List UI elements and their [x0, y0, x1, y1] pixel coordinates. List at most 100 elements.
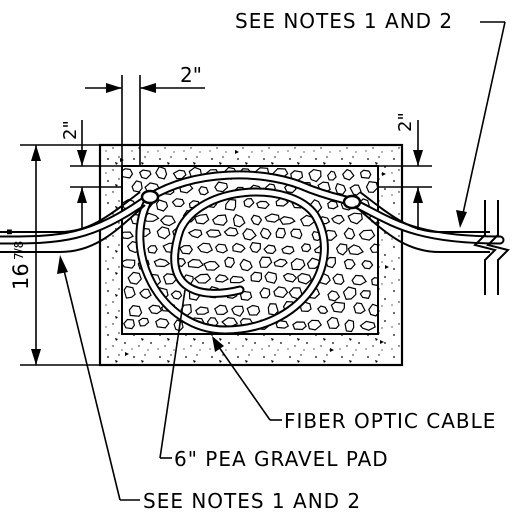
- dim-horizontal-label: 2": [180, 63, 202, 87]
- callout-gravel-pad: 6" PEA GRAVEL PAD: [174, 447, 389, 471]
- gravel-stone: [122, 231, 134, 240]
- gravel-stone: [300, 243, 312, 253]
- gravel-stone: [249, 242, 261, 254]
- gravel-stone: [159, 215, 177, 227]
- dim-overall-unit: ": [4, 228, 25, 236]
- dim-overall-fraction: 7/8: [12, 241, 26, 260]
- gravel-stone: [275, 319, 290, 329]
- break-symbol: [473, 200, 510, 295]
- gravel-stone: [343, 258, 356, 270]
- leader-notes-top: [456, 21, 506, 228]
- gravel-stone: [259, 227, 272, 240]
- dimension-right-vertical: [378, 120, 432, 230]
- gravel-stone: [211, 214, 228, 226]
- gravel-stone: [224, 256, 235, 269]
- gravel-stone: [196, 242, 213, 254]
- gravel-stone: [290, 228, 303, 240]
- gravel-stone: [282, 272, 298, 283]
- gravel-stone: [214, 243, 229, 254]
- gravel-stone: [264, 213, 280, 223]
- gravel-stone: [326, 316, 340, 330]
- dim-overall-height-label: 16 7/8 ": [4, 228, 33, 290]
- gravel-stone: [148, 304, 163, 315]
- gravel-stone: [123, 285, 136, 299]
- gravel-stone: [259, 287, 271, 299]
- gravel-stone: [368, 303, 378, 317]
- gravel-stone: [369, 243, 378, 253]
- gravel-stone: [359, 289, 371, 300]
- callout-fiber-cable: FIBER OPTIC CABLE: [284, 409, 496, 433]
- gravel-stone: [342, 286, 357, 300]
- gravel-stone: [290, 257, 306, 271]
- gravel-stone: [155, 317, 170, 329]
- gravel-stone: [273, 286, 289, 299]
- gravel-stone: [153, 258, 171, 268]
- gravel-stone: [242, 228, 257, 241]
- gravel-stone: [214, 304, 229, 316]
- gravel-stone: [342, 168, 355, 181]
- gravel-stone: [198, 186, 209, 196]
- gravel-stone: [215, 274, 229, 283]
- gravel-stone: [365, 180, 378, 193]
- gravel-stone: [250, 271, 263, 283]
- gravel-stone: [195, 306, 210, 315]
- leader-notes-bottom: [57, 255, 140, 501]
- gravel-stone: [122, 168, 134, 179]
- gravel-stone: [123, 318, 136, 330]
- gravel-stone: [353, 302, 366, 315]
- gravel-stone: [205, 229, 222, 238]
- gravel-stone: [214, 181, 229, 193]
- gravel-stone: [344, 319, 355, 333]
- gravel-stone: [281, 245, 295, 255]
- gravel-stone: [155, 199, 169, 212]
- dimension-horizontal: [85, 75, 205, 166]
- gravel-stone: [138, 169, 152, 180]
- gravel-stone: [347, 244, 364, 256]
- gravel-stone: [371, 276, 378, 286]
- gravel-stone: [187, 228, 203, 239]
- leader-gravel-pad: [159, 289, 186, 459]
- gravel-stone: [349, 184, 362, 196]
- gravel-stone: [231, 305, 245, 317]
- gravel-stone: [258, 256, 273, 268]
- callout-notes-bottom: SEE NOTES 1 AND 2: [143, 489, 361, 513]
- gravel-stone: [351, 274, 367, 286]
- gravel-stone: [223, 227, 239, 237]
- gravel-stone: [138, 317, 150, 327]
- gravel-stone: [330, 301, 346, 313]
- gravel-stone: [170, 290, 183, 300]
- gravel-stone: [171, 198, 185, 208]
- gravel-stone: [243, 197, 255, 208]
- gravel-stone: [224, 198, 237, 211]
- gravel-stone: [193, 273, 212, 284]
- leader-fiber-cable: [212, 336, 282, 421]
- gravel-stone: [343, 227, 356, 240]
- gravel-stone: [263, 244, 277, 255]
- gravel-stone: [307, 319, 323, 331]
- duct-lines: [0, 191, 490, 253]
- gravel-stone: [122, 259, 136, 269]
- gravel-stone: [359, 169, 372, 179]
- dim-right-vertical-label: 2": [395, 112, 416, 132]
- gravel-stone: [147, 245, 158, 254]
- gravel-stone: [256, 200, 270, 210]
- gravel-stone: [327, 290, 341, 302]
- gravel-stone: [156, 226, 171, 240]
- gravel-stone: [334, 182, 347, 195]
- gravel-stone: [332, 273, 345, 286]
- gravel-stone: [317, 305, 329, 315]
- gravel-stone: [232, 213, 246, 228]
- gravel-stone: [128, 304, 143, 317]
- gravel-stone: [306, 257, 322, 270]
- gravel-stone: [193, 213, 210, 225]
- gravel-stone: [273, 258, 288, 268]
- fiber-optic-cable: [0, 170, 505, 335]
- dimension-overall-height: [20, 144, 100, 366]
- gravel-stone: [279, 216, 296, 225]
- dim-left-vertical-label: 2": [60, 120, 81, 140]
- gravel-stone: [275, 227, 287, 239]
- gravel-stone: [232, 242, 246, 253]
- gravel-stone: [239, 258, 253, 272]
